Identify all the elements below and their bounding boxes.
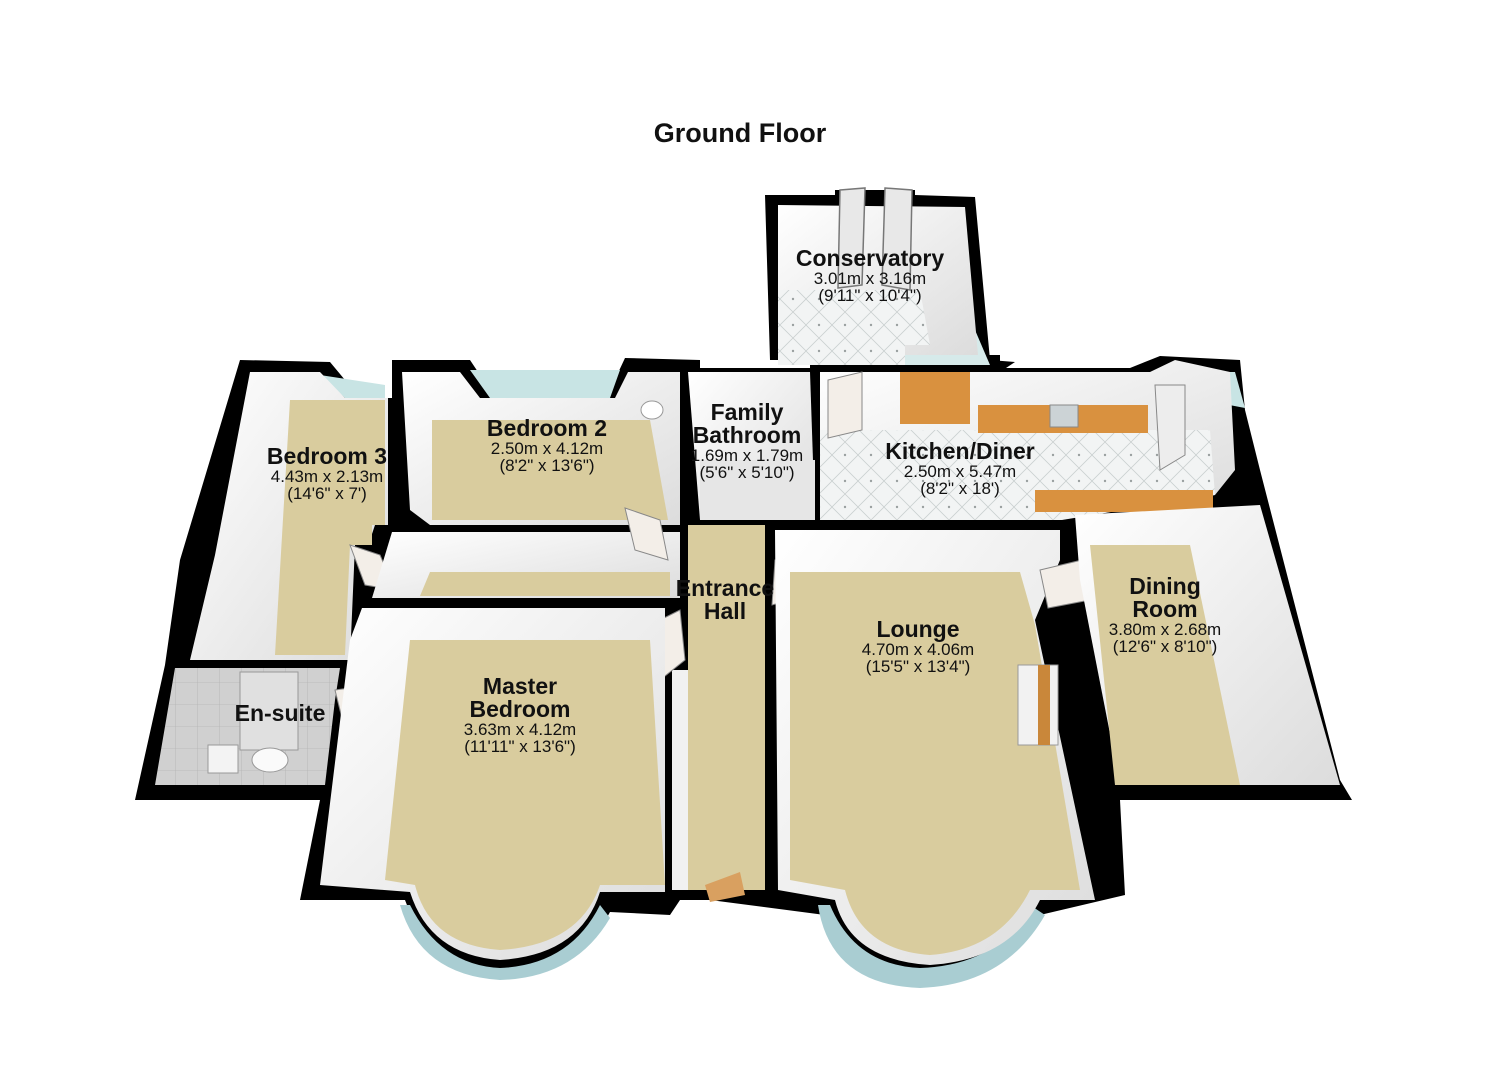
kitchen-sink-icon — [1049, 404, 1079, 428]
label-kitchen: Kitchen/Diner 2.50m x 5.47m (8'2" x 18') — [840, 438, 1080, 498]
conservatory-floor — [778, 290, 930, 365]
corridor-floor — [420, 572, 670, 596]
room-kitchen — [820, 360, 1235, 520]
label-lounge: Lounge 4.70m x 4.06m (15'5" x 13'4") — [818, 616, 1018, 676]
master-imperial: (11'11" x 13'6") — [464, 737, 576, 756]
kitchen-worktop-front — [1035, 490, 1213, 512]
kitchen-metric: 2.50m x 5.47m — [903, 462, 1017, 481]
lounge-floor — [790, 572, 1080, 955]
label-bedroom2: Bedroom 2 2.50m x 4.12m (8'2" x 13'6") — [452, 415, 642, 475]
label-conservatory: Conservatory 3.01m x 3.16m (9'11" x 10'4… — [760, 245, 980, 305]
kitchen-imperial: (8'2" x 18') — [920, 479, 1000, 498]
master-metric: 3.63m x 4.12m — [463, 720, 577, 739]
lounge-imperial: (15'5" x 13'4") — [865, 657, 971, 676]
room-bathroom — [688, 372, 815, 520]
conservatory-metric: 3.01m x 3.16m — [813, 269, 927, 288]
floor-title: Ground Floor — [653, 118, 827, 148]
corridor — [372, 507, 680, 598]
kitchen-name: Kitchen/Diner — [885, 438, 1035, 464]
lounge-name: Lounge — [876, 616, 960, 642]
bedroom3-imperial: (14'6" x 7') — [287, 484, 367, 503]
master-name-2: Bedroom — [469, 696, 571, 722]
conservatory-name: Conservatory — [795, 245, 945, 271]
dining-floor — [1090, 545, 1240, 785]
bedroom2-floor — [432, 420, 668, 520]
room-master — [320, 608, 665, 960]
kitchen-cupboard-upper — [900, 372, 970, 424]
kitchen-back-door — [1154, 384, 1186, 471]
dining-name-2: Room — [1132, 596, 1198, 622]
hall-wall-left — [672, 670, 688, 890]
hall-name-1: Entrance — [675, 575, 775, 601]
conservatory-internal-door — [827, 371, 863, 439]
bathroom-imperial: (5'6" x 5'10") — [699, 463, 795, 482]
master-name-1: Master — [482, 673, 558, 699]
hall-floor — [688, 525, 765, 890]
conservatory-door-right — [881, 187, 913, 291]
dining-imperial: (12'6" x 8'10") — [1112, 637, 1218, 656]
bedroom2-imperial: (8'2" x 13'6") — [499, 456, 595, 475]
bay-window-lounge — [818, 905, 1045, 988]
dining-name-1: Dining — [1129, 573, 1201, 599]
room-bedroom2 — [402, 372, 680, 525]
basin-icon — [207, 744, 239, 774]
sink-icon — [640, 400, 664, 420]
bedroom3-metric: 4.43m x 2.13m — [270, 467, 384, 486]
bedroom2-metric: 2.50m x 4.12m — [490, 439, 604, 458]
label-dining: Dining Room 3.80m x 2.68m (12'6" x 8'10"… — [1075, 573, 1255, 656]
label-ensuite: En-suite — [215, 702, 345, 725]
label-bathroom: Family Bathroom 1.69m x 1.79m (5'6" x 5'… — [672, 399, 822, 482]
bedroom3-name: Bedroom 3 — [266, 443, 388, 469]
bathroom-metric: 1.69m x 1.79m — [690, 446, 804, 465]
bathroom-floor — [700, 460, 815, 520]
window-bedroom2 — [470, 370, 620, 398]
bedroom3-floor — [275, 400, 385, 655]
fireplace-surround — [1038, 665, 1050, 745]
front-door — [705, 872, 745, 902]
ensuite-shower — [239, 671, 299, 751]
conservatory-imperial: (9'11" x 10'4") — [818, 286, 922, 305]
label-bedroom3: Bedroom 3 4.43m x 2.13m (14'6" x 7') — [232, 443, 422, 503]
bathroom-name-1: Family — [710, 399, 784, 425]
bathroom-name-2: Bathroom — [692, 422, 802, 448]
hall-name-2: Hall — [703, 598, 747, 624]
master-floor — [385, 640, 665, 950]
bedroom2-door — [624, 507, 669, 561]
room-lounge — [775, 530, 1095, 965]
conservatory-door-left — [837, 187, 866, 289]
dining-metric: 3.80m x 2.68m — [1108, 620, 1222, 639]
window-bedroom3 — [320, 375, 385, 398]
bay-window-master — [400, 905, 610, 980]
label-hall: Entrance Hall — [660, 577, 790, 623]
label-master: Master Bedroom 3.63m x 4.12m (11'11" x 1… — [420, 673, 620, 756]
ensuite-name: En-suite — [234, 700, 326, 726]
room-hall — [649, 525, 793, 902]
toilet-icon — [251, 747, 289, 773]
lounge-metric: 4.70m x 4.06m — [861, 640, 975, 659]
room-dining — [1075, 505, 1340, 785]
room-conservatory — [778, 187, 978, 365]
bedroom2-name: Bedroom 2 — [486, 415, 608, 441]
